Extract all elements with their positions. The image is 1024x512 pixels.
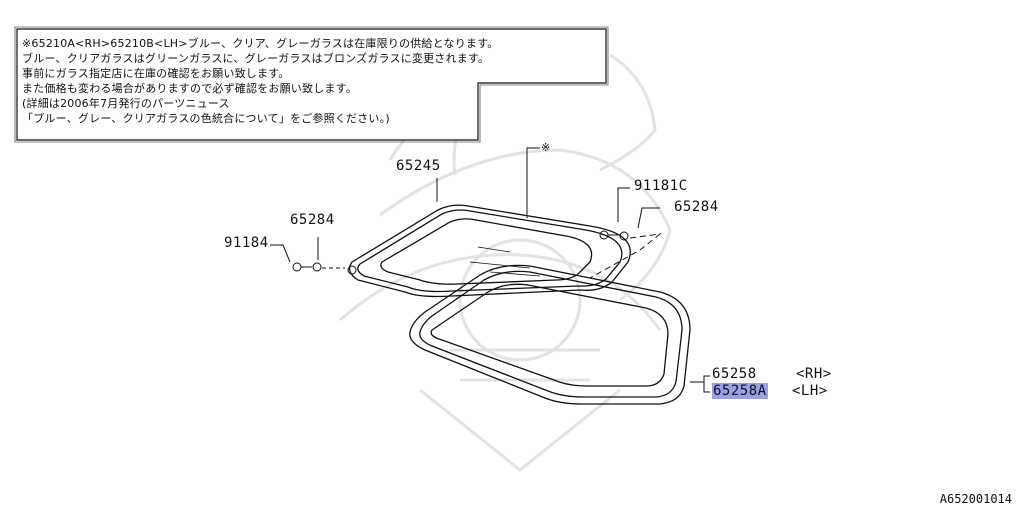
figure-id: A652001014 bbox=[939, 492, 1012, 506]
leader-lines bbox=[270, 147, 710, 393]
note-line-6: 「ブルー、グレー、クリアガラスの色統合について」をご参照ください。) bbox=[22, 112, 390, 125]
callout-65284-right[interactable]: 65284 bbox=[674, 199, 719, 215]
callout-65258a-side: <LH> bbox=[792, 383, 828, 399]
note-line-3: 事前にガラス指定店に在庫の確認をお願い致します。 bbox=[22, 67, 290, 80]
glass-65245 bbox=[348, 204, 631, 298]
screw-icon bbox=[292, 230, 629, 275]
note-box-border bbox=[16, 28, 607, 141]
samurai-helmet-watermark bbox=[339, 53, 672, 472]
callout-91181c[interactable]: 91181C bbox=[634, 178, 688, 194]
note-line-2: ブルー、クリアガラスはグリーンガラスに、グレーガラスはブロンズガラスに変更されま… bbox=[22, 52, 490, 65]
callout-65258-side: <RH> bbox=[796, 366, 832, 382]
callout-asterisk: ※ bbox=[541, 141, 551, 154]
callout-65258a[interactable]: 65258A bbox=[712, 383, 768, 399]
callout-65284-left[interactable]: 65284 bbox=[290, 212, 335, 228]
callout-65245[interactable]: 65245 bbox=[396, 158, 441, 174]
callout-65258[interactable]: 65258 bbox=[712, 366, 757, 382]
weatherstrip-65258 bbox=[409, 264, 691, 405]
note-line-5: (詳細は2006年7月発行のパーツニュース bbox=[22, 97, 230, 110]
note-line-1: ※65210A<RH>65210B<LH>ブルー、クリア、グレーガラスは在庫限り… bbox=[22, 37, 499, 50]
note-line-4: また価格も変わる場合がありますので必ず確認をお願い致します。 bbox=[22, 82, 357, 95]
callout-91184[interactable]: 91184 bbox=[224, 235, 269, 251]
